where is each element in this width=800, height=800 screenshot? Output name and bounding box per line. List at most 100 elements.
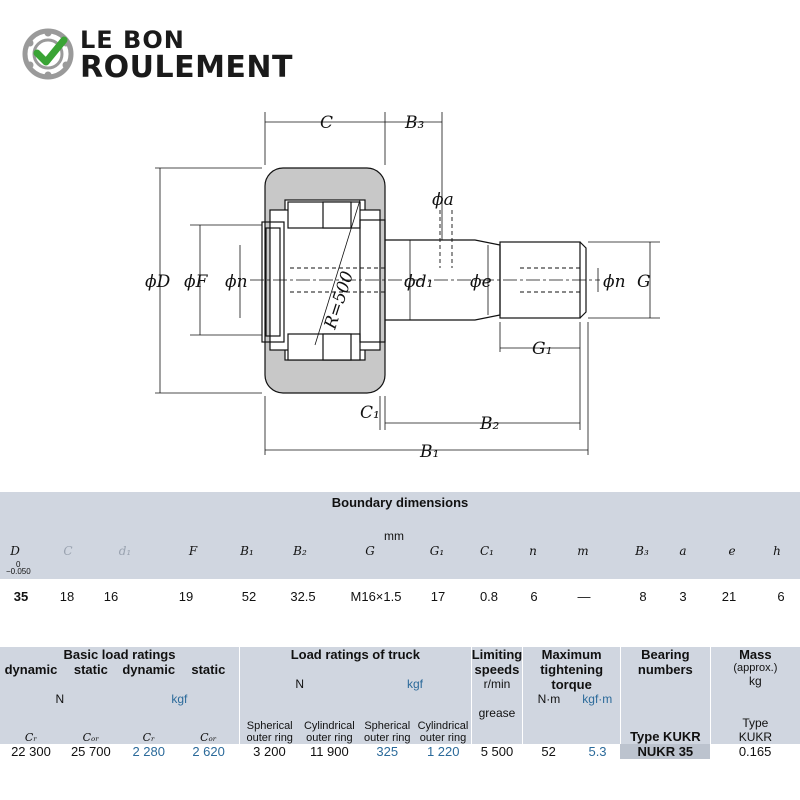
limiting-unit: r/min bbox=[483, 677, 511, 691]
hdr-G1: G₁ bbox=[429, 544, 445, 558]
hdr-F: F bbox=[188, 544, 198, 558]
label-G: G bbox=[637, 272, 651, 292]
logo: LE BON ROULEMENT bbox=[22, 24, 302, 85]
static-kgf-label: static bbox=[191, 662, 226, 677]
label-phi-e: ϕe bbox=[470, 272, 492, 292]
dynamic-kgf-label: dynamic bbox=[122, 662, 176, 677]
val-n: 6 bbox=[530, 589, 538, 604]
mass-title: Mass (approx.) kg bbox=[709, 647, 800, 706]
tolerance-bottom: −0.050 bbox=[6, 567, 31, 576]
bearing-title-1: Bearing bbox=[641, 647, 690, 662]
truck-N-unit: N bbox=[239, 662, 360, 706]
cor-label-2: Cₒᵣ bbox=[200, 731, 217, 744]
label-phi-d1: ϕd₁ bbox=[404, 272, 433, 292]
limiting-title-2: speeds bbox=[474, 662, 520, 677]
label-G1: G₁ bbox=[532, 339, 552, 359]
val-torque-nm: 52 bbox=[541, 744, 556, 759]
cr-label-1: Cᵣ bbox=[24, 731, 38, 744]
val-speed: 5 500 bbox=[480, 744, 514, 759]
logo-line-1: LE BON bbox=[80, 26, 185, 54]
boundary-unit: mm bbox=[384, 529, 404, 543]
val-e: 21 bbox=[721, 589, 737, 604]
sph-kgf-l2: outer ring bbox=[364, 732, 411, 744]
mass-approx: (approx.) bbox=[733, 662, 778, 674]
hdr-B3: B₃ bbox=[635, 544, 649, 558]
val-m: — bbox=[577, 589, 591, 604]
mass-type-1: Type bbox=[742, 716, 769, 730]
hdr-B2: B₂ bbox=[293, 544, 307, 558]
label-phi-a: ϕa bbox=[432, 190, 454, 210]
hdr-h: h bbox=[773, 544, 781, 558]
cr-label-2: Cᵣ bbox=[142, 731, 155, 744]
cor-label-1: Cₒᵣ bbox=[82, 731, 100, 744]
hdr-m: m bbox=[577, 544, 589, 558]
cyl-kgf-l1: Cylindrical bbox=[417, 720, 469, 732]
label-phi-n: ϕn bbox=[225, 272, 248, 292]
label-C1: C₁ bbox=[360, 403, 380, 423]
val-cyl-N: 11 900 bbox=[309, 744, 349, 759]
basic-N-unit: N bbox=[55, 692, 65, 706]
val-G: M16×1.5 bbox=[350, 589, 402, 604]
mass-unit: kg bbox=[749, 674, 762, 688]
sph-kgf-l1: Spherical bbox=[364, 720, 411, 732]
ratings-table: Basic load ratings Load ratings of truck… bbox=[0, 647, 800, 759]
truck-title: Load ratings of truck bbox=[239, 647, 472, 662]
val-d1: 16 bbox=[103, 589, 119, 604]
hdr-D: D bbox=[10, 544, 20, 558]
bearing-drawing: C B₃ ϕa ϕD ϕF ϕn R=500 ϕd₁ ϕe ϕn G G₁ C₁… bbox=[145, 112, 660, 462]
mass-title-text: Mass bbox=[739, 647, 772, 662]
check-icon bbox=[33, 36, 68, 66]
sph-N-l2: outer ring bbox=[246, 732, 293, 744]
torque-title-2: tightening bbox=[540, 662, 604, 677]
mass-type-2: KUKR bbox=[738, 730, 773, 744]
hdr-e: e bbox=[728, 544, 736, 558]
cyl-kgf-l2: outer ring bbox=[419, 732, 467, 744]
val-torque-kgf: 5.3 bbox=[588, 744, 607, 759]
hdr-G: G bbox=[365, 544, 375, 558]
val-B3: 8 bbox=[639, 589, 647, 604]
limiting-cell: Limiting speeds r/min bbox=[470, 647, 523, 706]
boundary-dimensions-header: Boundary dimensions mm bbox=[0, 492, 800, 579]
val-C: 18 bbox=[59, 589, 75, 604]
val-bearing: NUKR 35 bbox=[620, 744, 711, 759]
val-mass: 0.165 bbox=[738, 744, 772, 759]
label-phi-n2: ϕn bbox=[603, 272, 626, 292]
torque-kgf-unit: kgf·m bbox=[582, 692, 613, 706]
bearing-type: Type KUKR bbox=[619, 706, 711, 744]
boundary-title: Boundary dimensions bbox=[331, 495, 469, 510]
val-a: 3 bbox=[679, 589, 687, 604]
torque-title-3: torque bbox=[551, 677, 592, 692]
label-C: C bbox=[320, 113, 333, 133]
bearing-title: Bearing numbers bbox=[619, 647, 711, 706]
val-D: 35 bbox=[13, 589, 29, 604]
torque-title-1: Maximum bbox=[541, 647, 602, 662]
hdr-n: n bbox=[529, 544, 537, 558]
hdr-d1: d₁ bbox=[118, 544, 132, 558]
tolerance-top: 0 bbox=[16, 560, 21, 569]
val-sph-N: 3 200 bbox=[253, 744, 286, 759]
val-C1: 0.8 bbox=[479, 589, 499, 604]
cyl-N-l1: Cylindrical bbox=[303, 720, 355, 732]
hdr-B1: B₁ bbox=[240, 544, 254, 558]
logo-line-2: ROULEMENT bbox=[80, 50, 293, 85]
hdr-C: C bbox=[63, 544, 73, 558]
basic-load-title: Basic load ratings bbox=[63, 647, 176, 662]
torque-title: Maximum tightening torque bbox=[522, 647, 621, 692]
val-G1: 17 bbox=[430, 589, 446, 604]
sph-N-l1: Spherical bbox=[246, 720, 293, 732]
val-B2: 32.5 bbox=[290, 589, 316, 604]
tolerance: 0 −0.050 bbox=[6, 560, 31, 576]
val-sph-kgf: 325 bbox=[376, 744, 399, 759]
cyl-N-l2: outer ring bbox=[306, 732, 353, 744]
hdr-C1: C₁ bbox=[480, 544, 494, 558]
val-stat-N: 25 700 bbox=[70, 744, 111, 759]
static-N-label: static bbox=[73, 662, 108, 677]
basic-kgf-unit: kgf bbox=[171, 692, 188, 706]
val-F: 19 bbox=[178, 589, 194, 604]
torque-nm-unit: N·m bbox=[522, 692, 575, 706]
val-dyn-N: 22 300 bbox=[11, 744, 51, 759]
logo-bearing-icon bbox=[22, 28, 74, 80]
label-B3: B₃ bbox=[404, 113, 424, 133]
bearing-title-2: numbers bbox=[637, 662, 693, 677]
limiting-title-1: Limiting bbox=[471, 647, 523, 662]
